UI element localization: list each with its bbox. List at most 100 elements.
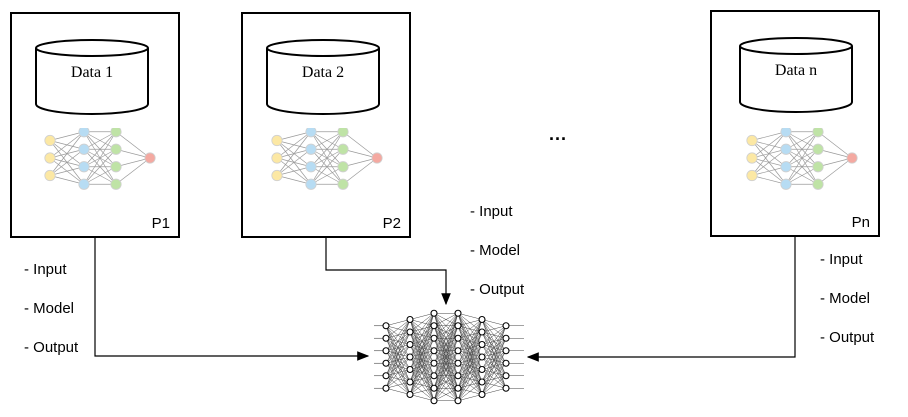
global-nn-edge bbox=[481, 325, 507, 383]
global-nn-node bbox=[382, 347, 390, 355]
nn-edge bbox=[276, 131, 312, 159]
global-nn-edge bbox=[433, 313, 459, 326]
nn-edge bbox=[785, 131, 819, 150]
global-nn-node bbox=[502, 322, 510, 330]
global-nn-edge bbox=[385, 356, 411, 389]
global-nn-node bbox=[478, 328, 486, 336]
global-nn-edge bbox=[433, 325, 459, 401]
global-nn-node bbox=[406, 365, 414, 374]
nn-node bbox=[305, 128, 317, 138]
nn-edge bbox=[751, 175, 787, 185]
party-box-p1: Data 1 P1 bbox=[10, 12, 180, 238]
nn-node bbox=[271, 152, 283, 164]
nn-node bbox=[337, 161, 349, 173]
global-nn-node bbox=[454, 397, 462, 405]
party-label: P1 bbox=[151, 215, 170, 232]
nn-edge bbox=[83, 149, 117, 185]
nn-edge bbox=[751, 131, 787, 159]
global-nn-edge bbox=[481, 325, 507, 395]
annotation-pn: - Input - Model - Output bbox=[820, 250, 874, 367]
global-nn-edge bbox=[409, 313, 435, 320]
global-nn-node bbox=[382, 334, 390, 342]
global-nn-edge bbox=[457, 319, 483, 339]
global-nn-node bbox=[502, 359, 510, 367]
nn-edge bbox=[817, 157, 853, 168]
nn-edge bbox=[49, 131, 85, 141]
nn-edge bbox=[751, 148, 787, 176]
global-nn-edge bbox=[433, 313, 459, 351]
nn-edge bbox=[276, 131, 312, 176]
nn-node bbox=[305, 143, 317, 155]
global-nn-edge bbox=[433, 313, 459, 401]
nn-node bbox=[812, 143, 824, 155]
nn-node bbox=[780, 178, 792, 190]
global-nn-node bbox=[454, 372, 462, 380]
nn-edge bbox=[342, 157, 378, 185]
nn-node bbox=[371, 152, 383, 164]
nn-edge bbox=[115, 131, 151, 159]
global-nn-edge bbox=[433, 313, 459, 339]
nn-edge bbox=[751, 166, 787, 176]
global-nn-node bbox=[406, 390, 414, 399]
nn-node bbox=[305, 161, 317, 173]
global-nn-node bbox=[502, 384, 510, 392]
nn-edge bbox=[49, 166, 85, 176]
nn-edge bbox=[49, 131, 85, 176]
global-nn-edge bbox=[385, 319, 411, 376]
global-nn-edge bbox=[457, 319, 483, 389]
global-nn-node bbox=[478, 353, 486, 361]
global-nn-edge bbox=[481, 325, 507, 370]
global-nn-edge bbox=[409, 313, 435, 333]
annotation-model: - Model bbox=[470, 242, 521, 259]
global-nn-edge bbox=[385, 344, 411, 389]
global-nn-node bbox=[502, 334, 510, 342]
annotation-model: - Model bbox=[820, 290, 871, 307]
global-nn-edge bbox=[481, 319, 507, 326]
nn-edge bbox=[310, 131, 344, 167]
nn-edge bbox=[785, 131, 819, 185]
global-nn-edge bbox=[409, 313, 435, 358]
nn-node bbox=[144, 152, 156, 164]
global-nn-edge bbox=[409, 394, 435, 401]
global-nn-edge bbox=[481, 325, 507, 345]
global-nn-node bbox=[454, 334, 462, 342]
global-neural-network-icon bbox=[374, 309, 524, 405]
nn-edge bbox=[310, 131, 344, 185]
global-nn-edge bbox=[385, 331, 411, 389]
nn-edge bbox=[310, 166, 344, 185]
nn-edge bbox=[276, 175, 312, 185]
global-nn-edge bbox=[433, 388, 459, 401]
party-box-p2: Data 2 P2 bbox=[241, 12, 411, 238]
global-nn-node bbox=[382, 359, 390, 367]
global-nn-edge bbox=[385, 319, 411, 389]
nn-node bbox=[78, 178, 90, 190]
database-icon: Data 1 bbox=[34, 38, 150, 118]
global-nn-edge bbox=[409, 313, 435, 370]
nn-edge bbox=[342, 148, 378, 159]
nn-node bbox=[780, 161, 792, 173]
global-nn-edge bbox=[433, 313, 459, 389]
nn-node bbox=[78, 128, 90, 138]
global-nn-node bbox=[454, 322, 462, 330]
nn-node bbox=[846, 152, 858, 164]
global-nn-edge bbox=[409, 388, 435, 395]
nn-edge bbox=[115, 157, 151, 168]
global-nn-edge bbox=[457, 331, 483, 401]
global-nn-node bbox=[382, 372, 390, 380]
annotation-p1: - Input - Model - Output bbox=[24, 260, 78, 377]
nn-edge bbox=[785, 149, 819, 185]
party-box-pn: Data n Pn bbox=[710, 10, 880, 237]
data-label: Data 2 bbox=[301, 64, 345, 81]
global-nn-node bbox=[382, 384, 390, 392]
global-nn-edge bbox=[385, 381, 411, 389]
annotation-input: - Input bbox=[820, 251, 863, 268]
global-nn-node bbox=[406, 315, 414, 324]
nn-node bbox=[337, 128, 349, 138]
global-nn-edge bbox=[457, 313, 483, 320]
annotation-output: - Output bbox=[820, 329, 875, 346]
nn-edge bbox=[310, 131, 344, 150]
nn-node bbox=[746, 134, 758, 147]
nn-node bbox=[78, 161, 90, 173]
nn-node bbox=[44, 169, 56, 182]
global-nn-edge bbox=[385, 319, 411, 339]
